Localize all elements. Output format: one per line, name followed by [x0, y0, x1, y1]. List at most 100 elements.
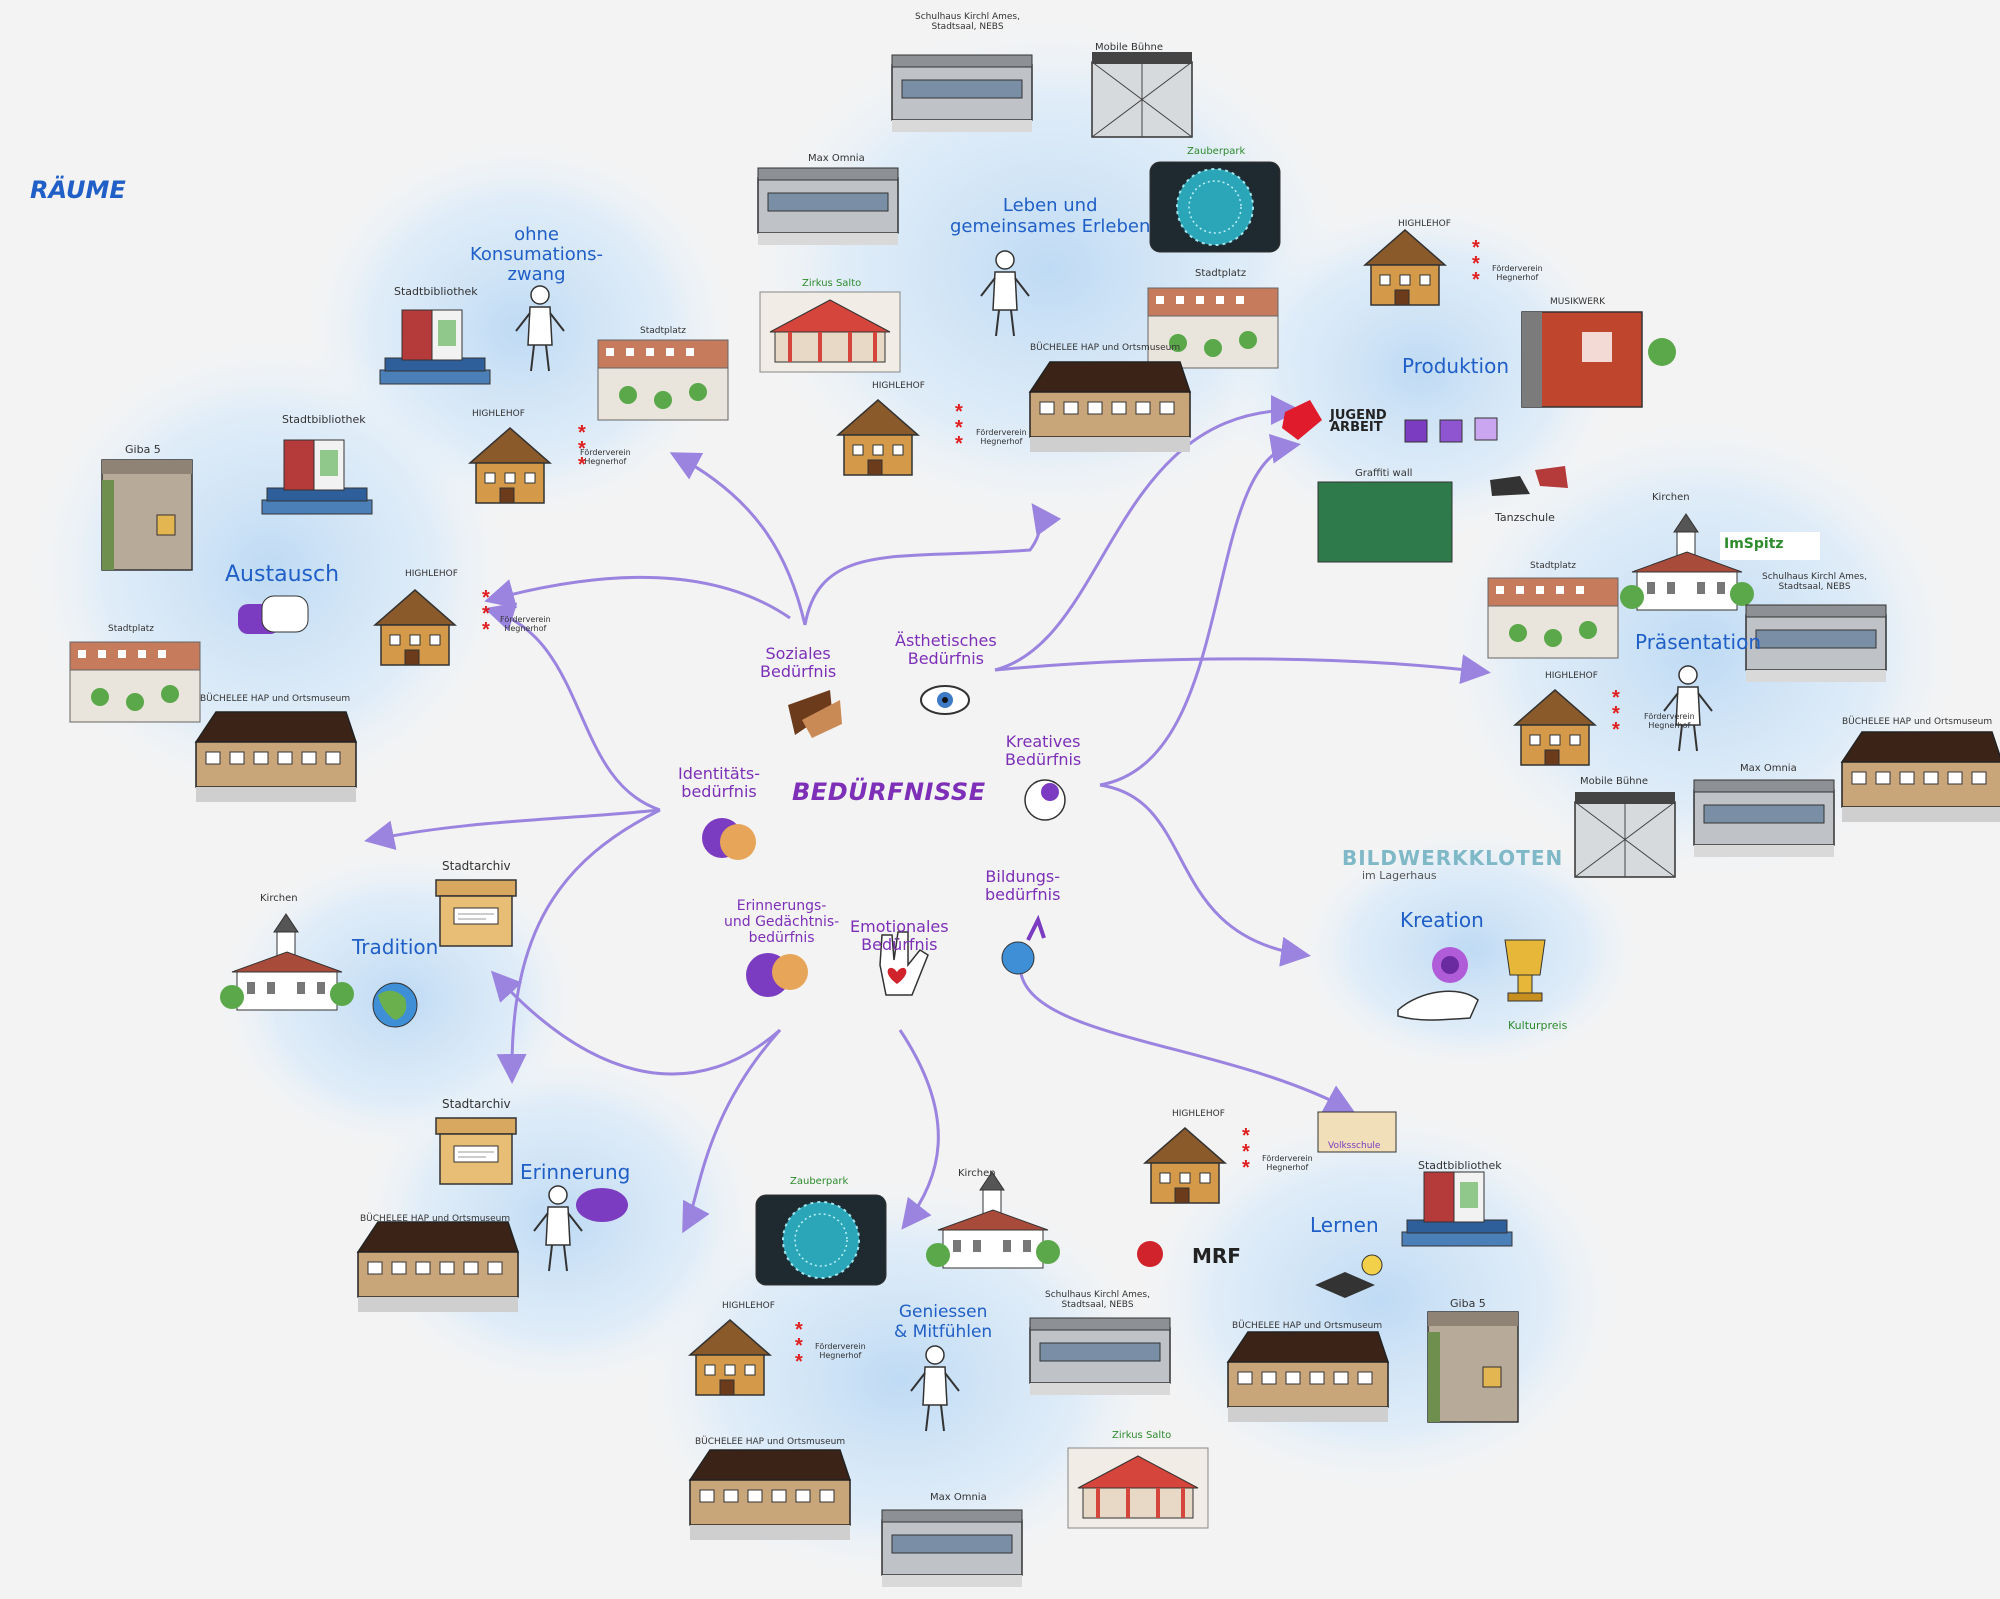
cluster-title-geniessen: Geniessen & Mitfühlen — [894, 1302, 993, 1342]
place-label-max-omnia-2: Max Omnia — [1740, 763, 1797, 774]
cluster-title-leben: Leben und gemeinsames Erleben — [950, 195, 1151, 237]
cluster-tradition — [219, 879, 517, 1028]
place-label-hiltenhof-3: HIGHLEHOF — [405, 569, 458, 579]
place-label-hiltenhof-4: HIGHLEHOF — [1398, 219, 1451, 229]
cluster-produktion — [1282, 229, 1677, 563]
buechelee-illustration — [195, 711, 357, 803]
need-bildung: Bildungs- bedürfnis — [985, 867, 1061, 904]
hiltenhof-illustration — [1144, 1127, 1226, 1204]
cluster-title-austausch: Austausch — [225, 562, 340, 587]
arrow-sozial-austausch — [484, 575, 791, 620]
place-label-mobile-buehne-2: Mobile Bühne — [1580, 776, 1649, 787]
jugendarbeit-logo: JUGEND ARBEIT — [1330, 408, 1387, 435]
place-label-stadtplatz-2: Stadtplatz — [1195, 268, 1247, 279]
zirkus-illustration — [1066, 1446, 1210, 1530]
place-label-hiltenhof: HIGHLEHOF — [472, 409, 525, 419]
stars-praesentation: *** — [1612, 687, 1620, 741]
place-label-giba: Giba 5 — [125, 443, 161, 456]
place-label-stadtbibliothek-2: Stadtbibliothek — [282, 413, 366, 426]
place-label-zirkus-2: Zirkus Salto — [1112, 1430, 1172, 1441]
need-erinnerung: Erinnerungs- und Gedächtnis- bedürfnis — [724, 898, 840, 946]
center-title: BEDÜRFNISSE — [792, 778, 986, 806]
zauberpark-illustration — [1149, 161, 1281, 253]
max-omnia-illustration — [1693, 779, 1835, 858]
need-sozial: Soziales Bedürfnis — [760, 644, 837, 681]
stars-geniessen: *** — [795, 1319, 803, 1373]
eye-icon — [920, 685, 970, 715]
place-label-max-omnia-3: Max Omnia — [930, 1492, 987, 1503]
place-label-buechelee-5: BÜCHELEE HAP und Ortsmuseum — [695, 1437, 846, 1447]
stars-lernen: *** — [1242, 1125, 1250, 1179]
jugendarbeit-logo-mark — [1282, 400, 1322, 440]
graduation-cap-icon — [1315, 1254, 1383, 1298]
need-icons — [702, 685, 1066, 997]
schulhaus-illustration — [891, 54, 1033, 133]
cluster-praesentation — [1487, 513, 2000, 878]
cluster-erinnerung — [357, 1117, 628, 1313]
place-label-stadtplatz-4: Stadtplatz — [1530, 561, 1576, 571]
mobile-buehne-illustration — [1091, 51, 1193, 138]
need-identitaet: Identitäts- bedürfnis — [678, 764, 761, 801]
place-label-foerderverein-3: Förderverein Hegnerhof — [500, 615, 551, 633]
volkshochschule-illustration — [1317, 1111, 1397, 1153]
handshake-icon — [788, 690, 842, 738]
place-label-foerderverein-5: Förderverein Hegnerhof — [1644, 712, 1695, 730]
heart-hand-icon — [879, 931, 929, 996]
arrow-aesth-produktion — [994, 395, 1301, 672]
need-kreativ: Kreatives Bedürfnis — [1005, 732, 1082, 769]
place-label-stadtplatz: Stadtplatz — [640, 326, 686, 336]
thought-bubble-icon — [576, 1188, 628, 1222]
stadtplatz-illustration — [1487, 577, 1619, 659]
cluster-title-produktion: Produktion — [1402, 354, 1509, 378]
place-label-giba-2: Giba 5 — [1450, 1297, 1486, 1310]
arrow-identitaet-tradition — [364, 808, 661, 851]
place-label-kirchen: Kirchen — [1652, 492, 1690, 503]
imspitz-logo: ImSpitz — [1724, 536, 1784, 552]
graffiti-illustration — [1317, 481, 1453, 563]
place-label-zirkus: Zirkus Salto — [802, 278, 862, 289]
place-label-buechelee-6: BÜCHELEE HAP und Ortsmuseum — [1232, 1321, 1383, 1331]
place-label-kirchen-3: Kirchen — [958, 1168, 996, 1179]
place-label-graffiti: Graffiti wall — [1355, 468, 1413, 479]
cluster-title-tradition: Tradition — [352, 935, 439, 959]
need-emotional: Emotionales Bedürfnis — [850, 917, 949, 954]
mobile-buehne-illustration — [1574, 791, 1676, 878]
place-label-stadtbibliothek-3: Stadtbibliothek — [1418, 1159, 1502, 1172]
cluster-title-kreation: Kreation — [1400, 908, 1484, 932]
hand-spiral-icon — [1397, 947, 1479, 1021]
place-label-kulturpreis: Kulturpreis — [1508, 1019, 1568, 1032]
arrow-bildung-lernen — [1018, 964, 1356, 1113]
stadtarchiv-illustration — [435, 879, 517, 947]
place-label-zauberpark-2: Zauberpark — [790, 1176, 849, 1187]
buechelee-illustration — [357, 1221, 519, 1313]
cluster-lernen — [1137, 1111, 1519, 1423]
place-label-musikwerk: MUSIKWERK — [1550, 297, 1606, 307]
arrow-kreativ-kreation — [1099, 783, 1311, 967]
place-label-tanzschule: Tanzschule — [1495, 511, 1555, 524]
buechelee-illustration — [1841, 731, 2000, 823]
buechelee-illustration — [1227, 1331, 1389, 1423]
arrow-identitaet-erinnerung — [496, 808, 661, 1084]
giba-illustration — [1427, 1311, 1519, 1423]
arrow-erinnerungsbed-erinnerung — [682, 1029, 782, 1234]
globe-growth-icon — [1001, 914, 1046, 975]
place-label-hiltenhof-7: HIGHLEHOF — [1172, 1109, 1225, 1119]
trophy-icon — [1504, 939, 1546, 1002]
stars-produktion: *** — [1472, 237, 1480, 291]
buechelee-illustration — [689, 1449, 851, 1541]
stadtplatz-illustration — [597, 339, 729, 421]
arrow-sozial-leben — [803, 503, 1062, 626]
place-label-stadtplatz-3: Stadtplatz — [108, 624, 154, 634]
imspitz-logo-bg — [1720, 532, 1820, 560]
place-label-foerderverein: Förderverein Hegnerhof — [580, 448, 631, 466]
cluster-title-lernen: Lernen — [1310, 1213, 1379, 1237]
place-label-schulhaus-3: Schulhaus Kirchl Ames, Stadtsaal, NEBS — [1045, 1290, 1150, 1310]
globe-icon — [372, 982, 418, 1028]
place-label-buechelee-3: BÜCHELEE HAP und Ortsmuseum — [1842, 717, 1993, 727]
cluster-title-erinnerung: Erinnerung — [520, 1160, 631, 1184]
stars-leben: *** — [955, 401, 963, 455]
raeume-label: RÄUME — [30, 176, 126, 204]
stadtplatz-illustration — [69, 641, 201, 723]
place-label-kirchen-2: Kirchen — [260, 893, 298, 904]
dice-icon — [1404, 417, 1498, 443]
